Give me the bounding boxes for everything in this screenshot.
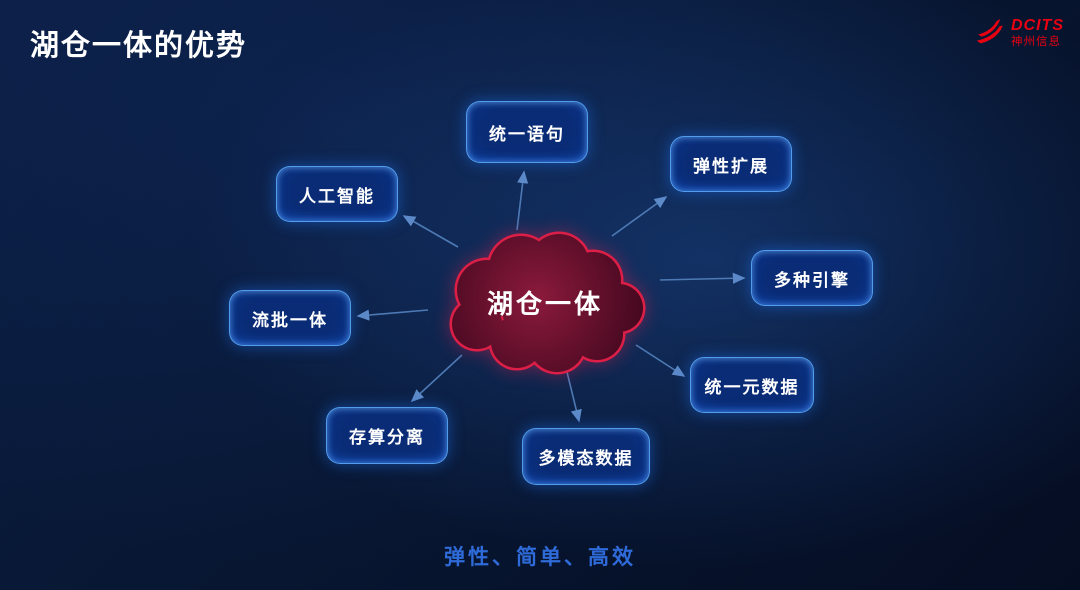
arrow-to-stream-batch-unified xyxy=(356,309,429,321)
slide-footer-tagline: 弹性、简单、高效 xyxy=(444,546,636,569)
arrow-to-storage-compute-separation xyxy=(410,354,463,403)
arrow-to-unified-metadata xyxy=(635,344,686,377)
company-logo: DCITS 神州信息 xyxy=(972,16,1064,50)
cloud-center-label: 湖仓一体 xyxy=(486,288,603,319)
node-multimodal-data: 多模态数据 xyxy=(522,428,650,485)
node-unified-metadata: 统一元数据 xyxy=(690,357,814,413)
page-title: 湖仓一体的优势 xyxy=(30,30,248,62)
arrow-to-elastic-scaling xyxy=(611,196,668,237)
arrow-to-unified-statement xyxy=(516,170,529,231)
arrow-to-artificial-intelligence xyxy=(402,215,459,248)
node-elastic-scaling: 弹性扩展 xyxy=(670,136,792,192)
node-stream-batch-unified: 流批一体 xyxy=(229,290,351,346)
node-multiple-engines: 多种引擎 xyxy=(751,250,873,306)
cloud-shape xyxy=(449,231,646,375)
node-storage-compute-separation: 存算分离 xyxy=(326,407,448,464)
logo-text: DCITS 神州信息 xyxy=(1011,17,1064,49)
logo-swoosh-icon xyxy=(976,18,1003,44)
node-unified-statement: 统一语句 xyxy=(466,101,588,163)
arrow-to-multiple-engines xyxy=(659,272,746,284)
arrow-to-multimodal-data xyxy=(566,371,582,423)
logo-company-name: 神州信息 xyxy=(1011,35,1061,48)
node-artificial-intelligence: 人工智能 xyxy=(276,166,398,222)
logo-brand: DCITS xyxy=(1011,17,1064,35)
